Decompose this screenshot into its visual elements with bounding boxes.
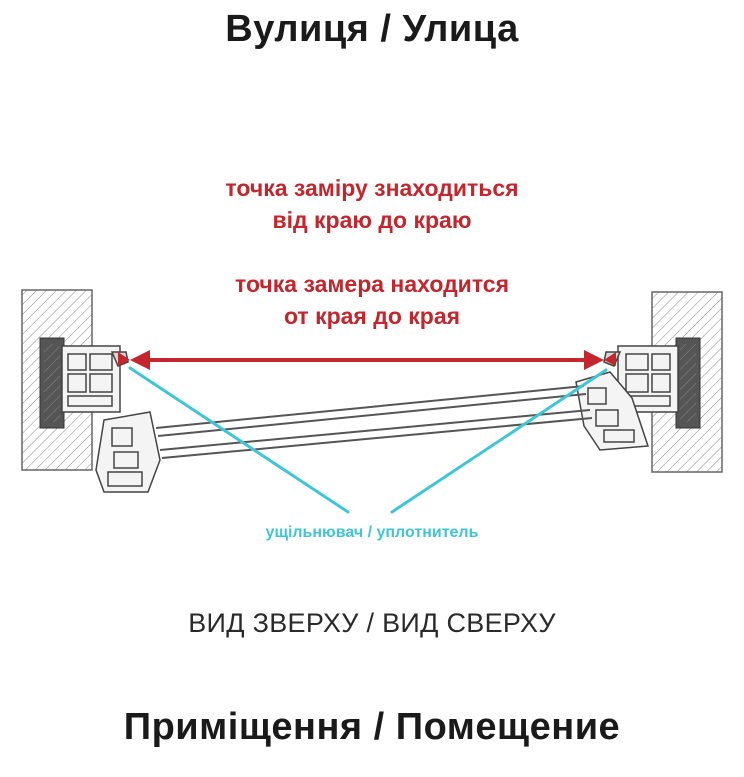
inside-title: Приміщення / Помещение [123, 706, 621, 748]
left-frame-profile [61, 345, 129, 413]
measurement-note-ru-line2: от края до края [283, 303, 461, 329]
left-seal-point [118, 352, 130, 366]
measurement-note-ru-line1: точка замера находится [234, 271, 509, 297]
seal-pointer-right [390, 368, 608, 514]
seal-pointer-lines [128, 366, 608, 514]
right-seal-point [604, 352, 616, 366]
view-label: ВИД ЗВЕРХУ / ВИД СВЕРХУ [188, 608, 556, 638]
right-wall [651, 291, 723, 473]
measurement-note-ua: точка заміру знаходиться від краю до кра… [0, 172, 744, 236]
seal-pointer-left [128, 366, 350, 514]
seal-label: ущільнювач / уплотнитель [265, 524, 479, 541]
measurement-note-ua-line2: від краю до краю [272, 207, 472, 233]
outside-title: Вулиця / Улица [225, 8, 519, 50]
right-sash-profile [575, 371, 650, 451]
left-sash-profile [95, 411, 161, 493]
measurement-note-ua-line1: точка заміру знаходиться [225, 175, 519, 201]
measurement-note-ru: точка замера находится от края до края [0, 268, 744, 332]
glass-unit [155, 385, 593, 459]
